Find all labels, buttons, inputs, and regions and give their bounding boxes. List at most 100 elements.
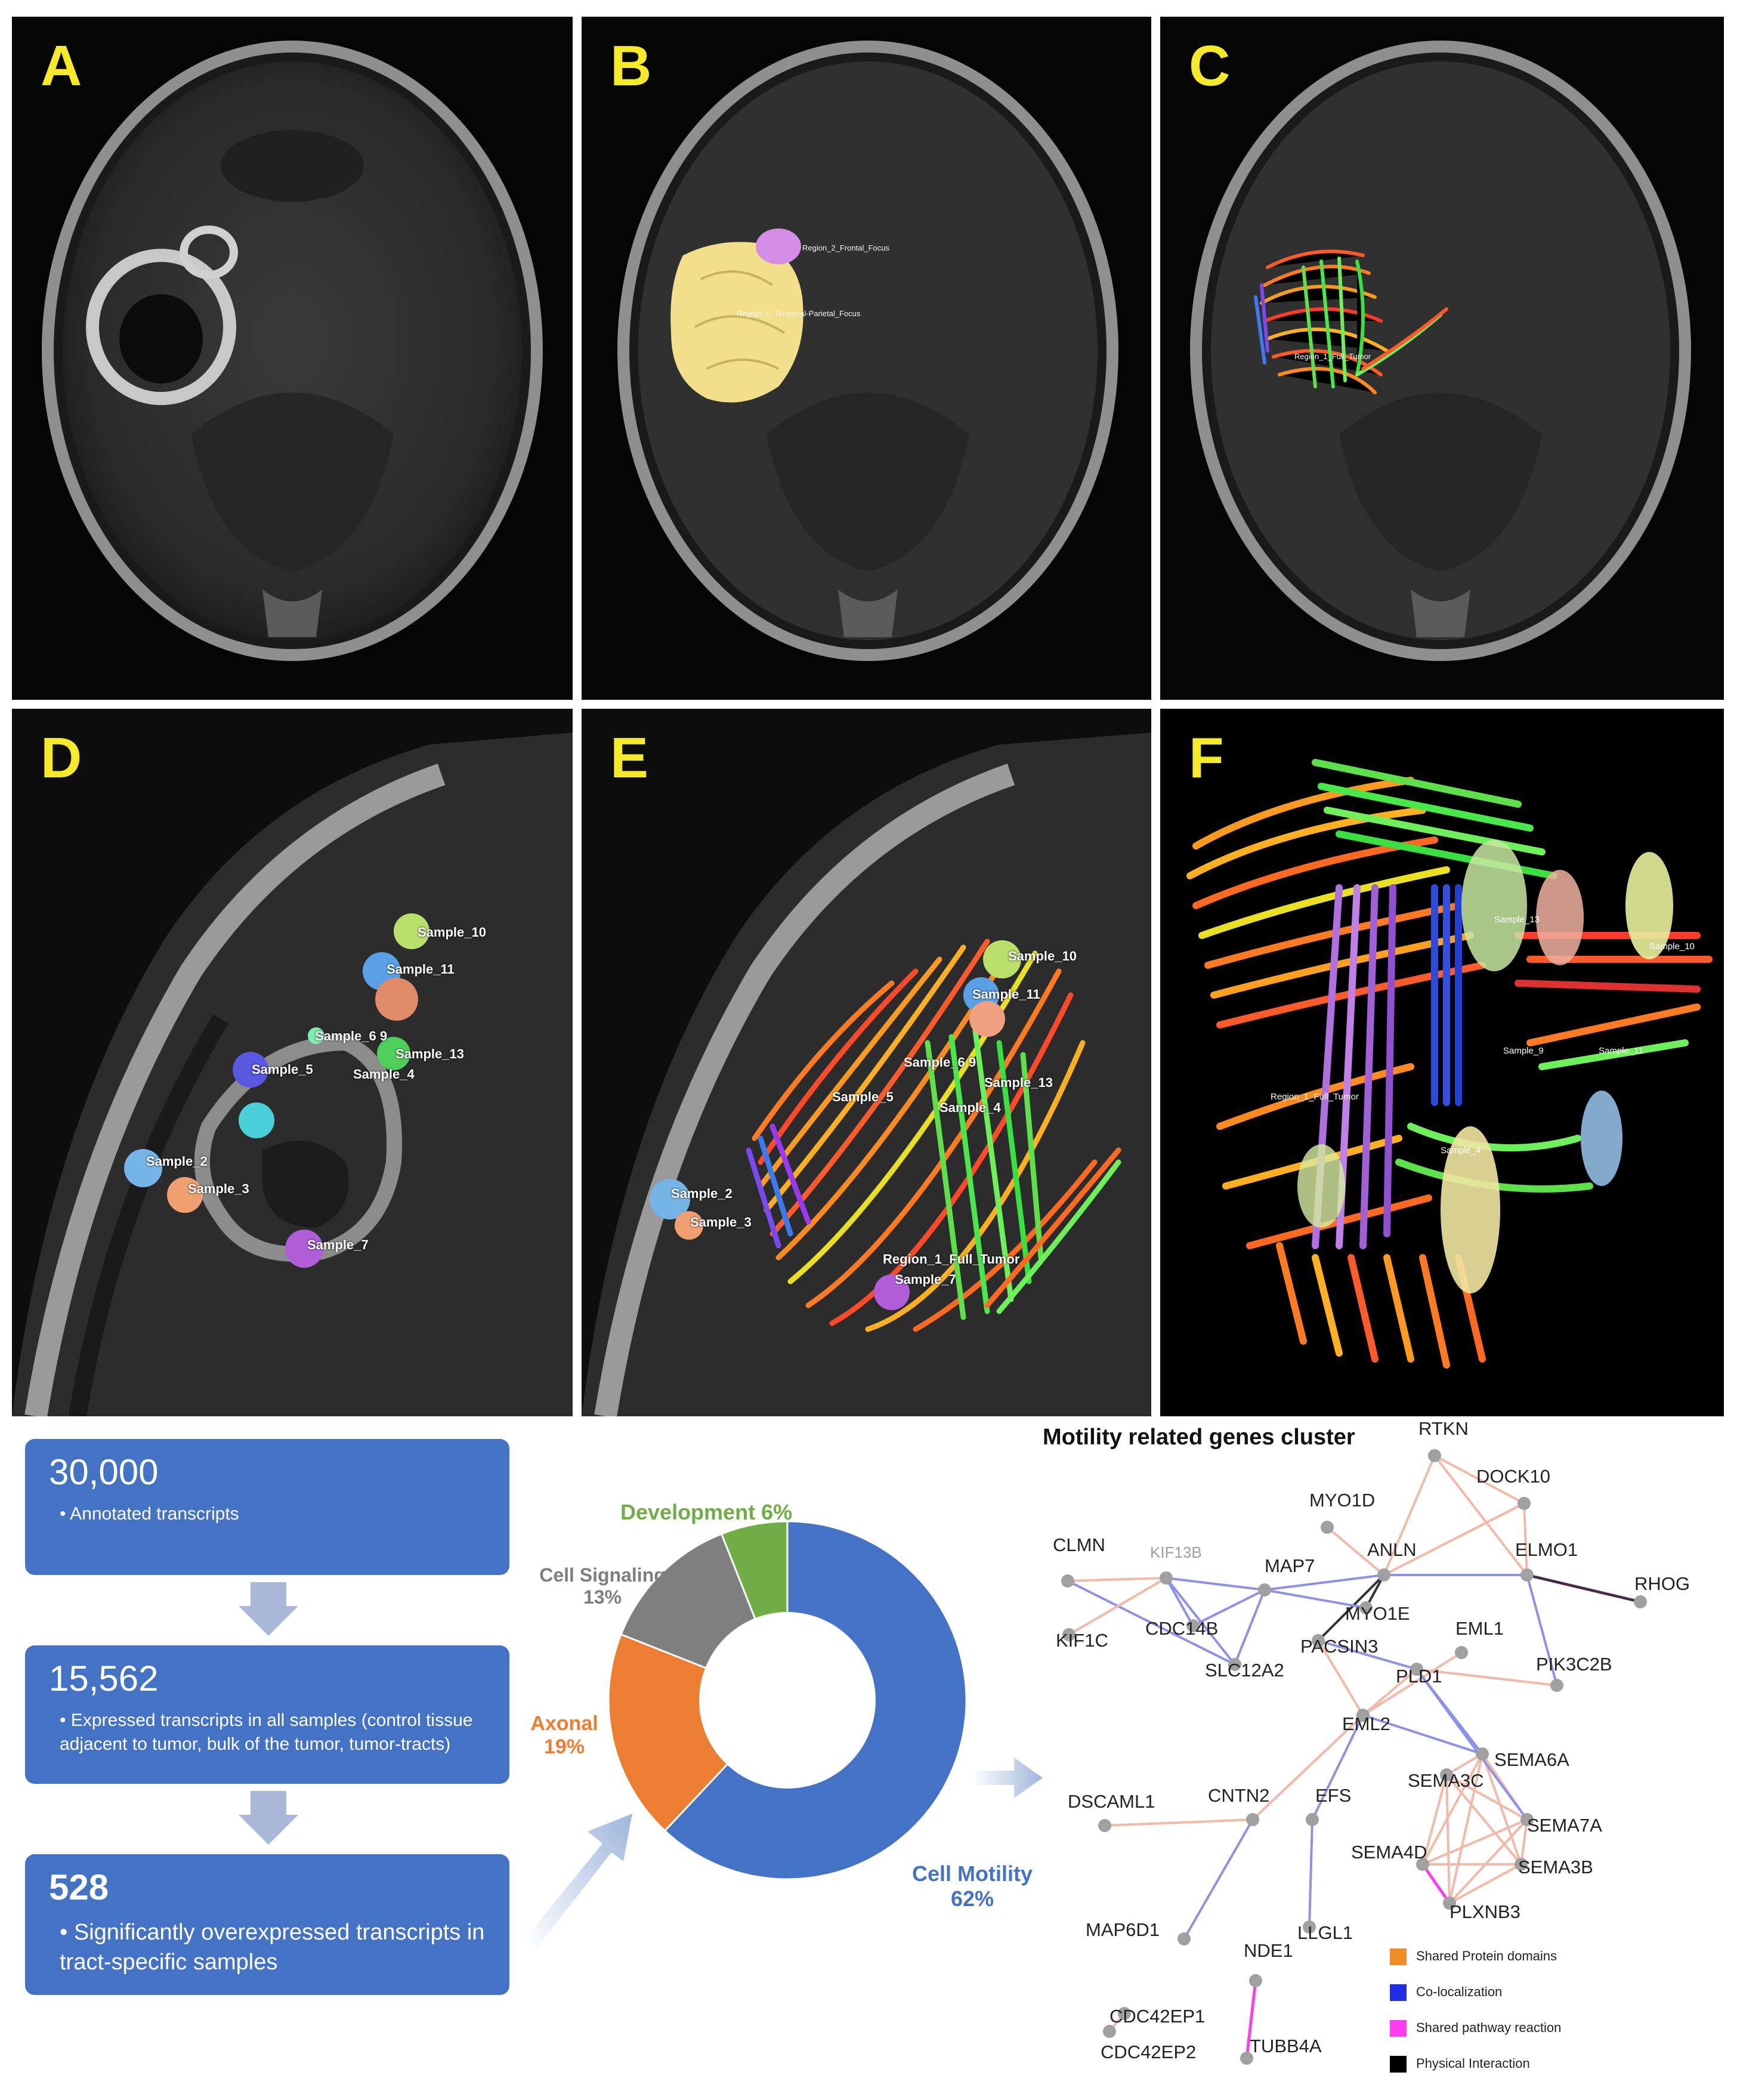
gene-node[interactable] bbox=[1443, 1897, 1456, 1910]
network-edge bbox=[1067, 1577, 1167, 1582]
legend-item: Physical Interaction bbox=[1390, 2056, 1530, 2073]
network-title: Motility related genes cluster bbox=[1043, 1425, 1355, 1450]
gene-node[interactable] bbox=[1249, 1974, 1262, 1987]
network-edge bbox=[1434, 1454, 1525, 1505]
gene-node[interactable] bbox=[1550, 1679, 1563, 1692]
network-edge bbox=[1362, 1668, 1418, 1716]
gene-node[interactable] bbox=[1416, 1858, 1429, 1871]
network-edge bbox=[1421, 1753, 1484, 1865]
gene-node[interactable] bbox=[1476, 1747, 1489, 1761]
roi-frontal bbox=[756, 228, 801, 264]
gene-label: CLMN bbox=[1053, 1534, 1105, 1555]
label-cell-signaling: Cell Signaling 13% bbox=[525, 1564, 680, 1608]
sample-label: Sample_5 bbox=[252, 1062, 313, 1077]
gene-label: CNTN2 bbox=[1208, 1785, 1270, 1806]
network-edge bbox=[1067, 1580, 1235, 1666]
flow-number: 30,000 bbox=[49, 1452, 159, 1492]
sample-ellipsoids bbox=[1297, 840, 1673, 1293]
network-edge bbox=[1362, 1651, 1463, 1716]
gene-node[interactable] bbox=[1520, 1568, 1534, 1582]
network-edge bbox=[1421, 1774, 1448, 1865]
gene-node[interactable] bbox=[1306, 1813, 1319, 1826]
gene-node[interactable] bbox=[1518, 1497, 1531, 1510]
gene-node[interactable] bbox=[1312, 1634, 1325, 1647]
sample-label: Sample_9 bbox=[1503, 1046, 1544, 1056]
gene-node[interactable] bbox=[1098, 1819, 1111, 1832]
panel-d: D Sample_10 Sample_11 Sample_6 9 Sample_… bbox=[12, 709, 573, 1416]
panel-letter: B bbox=[610, 34, 652, 98]
gene-node[interactable] bbox=[1515, 1858, 1528, 1871]
panel-a: A bbox=[12, 17, 573, 700]
label-cell-motility-name: Cell Motility bbox=[911, 1861, 1033, 1886]
gene-node[interactable] bbox=[1303, 1920, 1316, 1934]
network-edge bbox=[1245, 1980, 1257, 2059]
gene-label: KIF1C bbox=[1056, 1630, 1108, 1651]
label-development: Development 6% bbox=[620, 1500, 793, 1524]
gene-label: PLXNB3 bbox=[1450, 1901, 1520, 1922]
network-edge bbox=[1448, 1753, 1484, 1904]
network-edge bbox=[1104, 1818, 1253, 1827]
gene-node[interactable] bbox=[1240, 2052, 1253, 2065]
network-edge bbox=[1445, 1774, 1451, 1904]
gene-node[interactable] bbox=[1356, 1709, 1370, 1722]
gene-label: MAP7 bbox=[1265, 1555, 1315, 1576]
gene-label: LLGL1 bbox=[1297, 1922, 1353, 1943]
gene-node[interactable] bbox=[1520, 1813, 1534, 1826]
gene-node[interactable] bbox=[1455, 1646, 1468, 1659]
network-edge bbox=[1317, 1639, 1364, 1716]
gene-node[interactable] bbox=[1258, 1583, 1271, 1596]
fiber-tracts bbox=[746, 938, 1121, 1332]
arrow-right-icon bbox=[972, 1758, 1043, 1798]
gene-node[interactable] bbox=[1410, 1663, 1423, 1676]
gene-node[interactable] bbox=[1246, 1813, 1259, 1826]
gene-node[interactable] bbox=[1103, 2025, 1116, 2038]
label-cell-motility-pct: 62% bbox=[950, 1886, 994, 1911]
gene-node[interactable] bbox=[1177, 1932, 1191, 1945]
gene-label: MAP6D1 bbox=[1086, 1919, 1160, 1940]
gene-node[interactable] bbox=[1228, 1658, 1241, 1671]
network-edge bbox=[1383, 1455, 1436, 1576]
network-edge bbox=[1166, 1577, 1265, 1591]
gene-node[interactable] bbox=[1359, 1601, 1373, 1614]
network-edge bbox=[1433, 1454, 1528, 1576]
sample-label: Sample_11 bbox=[387, 962, 455, 977]
tumor-ring bbox=[86, 226, 238, 405]
legend-label: Co-localization bbox=[1416, 1984, 1503, 1999]
gene-label: SEMA3C bbox=[1408, 1770, 1484, 1791]
label-axonal-name: Axonal bbox=[530, 1712, 598, 1735]
label-cell-signaling-name: Cell Signaling bbox=[539, 1564, 666, 1586]
mri-sagittal-image bbox=[582, 709, 1151, 1416]
gene-node[interactable] bbox=[1186, 1619, 1200, 1632]
gene-node[interactable] bbox=[1321, 1521, 1334, 1534]
gene-label: PLD1 bbox=[1396, 1666, 1442, 1687]
network-edge bbox=[1421, 1863, 1451, 1904]
network-edge bbox=[1383, 1502, 1525, 1576]
gene-node[interactable] bbox=[1428, 1449, 1441, 1462]
sample-spheres bbox=[124, 913, 429, 1268]
network-edge bbox=[1416, 1668, 1528, 1821]
network-edge bbox=[1523, 1503, 1528, 1576]
sample-label: Sample_10 bbox=[1649, 941, 1695, 952]
flow-box-expressed: 15,562 • Expressed transcripts in all sa… bbox=[25, 1645, 509, 1784]
donut-chart bbox=[607, 1520, 968, 1880]
network-edge bbox=[1251, 1714, 1364, 1821]
gene-node[interactable] bbox=[1160, 1571, 1173, 1585]
panel-e: E Sample_10 Sample_11 Sample_6 9 Sample_… bbox=[582, 709, 1151, 1416]
sample-label: Sample_7 bbox=[895, 1272, 956, 1287]
gene-node[interactable] bbox=[1118, 2007, 1131, 2020]
sample-label: Sample_4 bbox=[939, 1100, 1001, 1115]
sample-label: Sample_6 9 bbox=[315, 1029, 388, 1043]
gene-node[interactable] bbox=[1061, 1574, 1074, 1588]
mri-axial-image bbox=[1190, 41, 1691, 661]
gene-node[interactable] bbox=[1634, 1595, 1647, 1608]
gene-node[interactable] bbox=[1062, 1628, 1075, 1641]
fiber-tracts bbox=[1254, 249, 1448, 394]
legend-swatch bbox=[1390, 2020, 1407, 2037]
gene-label: MYO1D bbox=[1309, 1490, 1376, 1511]
gene-node[interactable] bbox=[1377, 1568, 1390, 1582]
gene-label: RHOG bbox=[1634, 1573, 1690, 1594]
network-edge bbox=[1416, 1668, 1557, 1687]
gene-label: DSCAML1 bbox=[1068, 1791, 1155, 1812]
gene-node[interactable] bbox=[1440, 1768, 1453, 1781]
